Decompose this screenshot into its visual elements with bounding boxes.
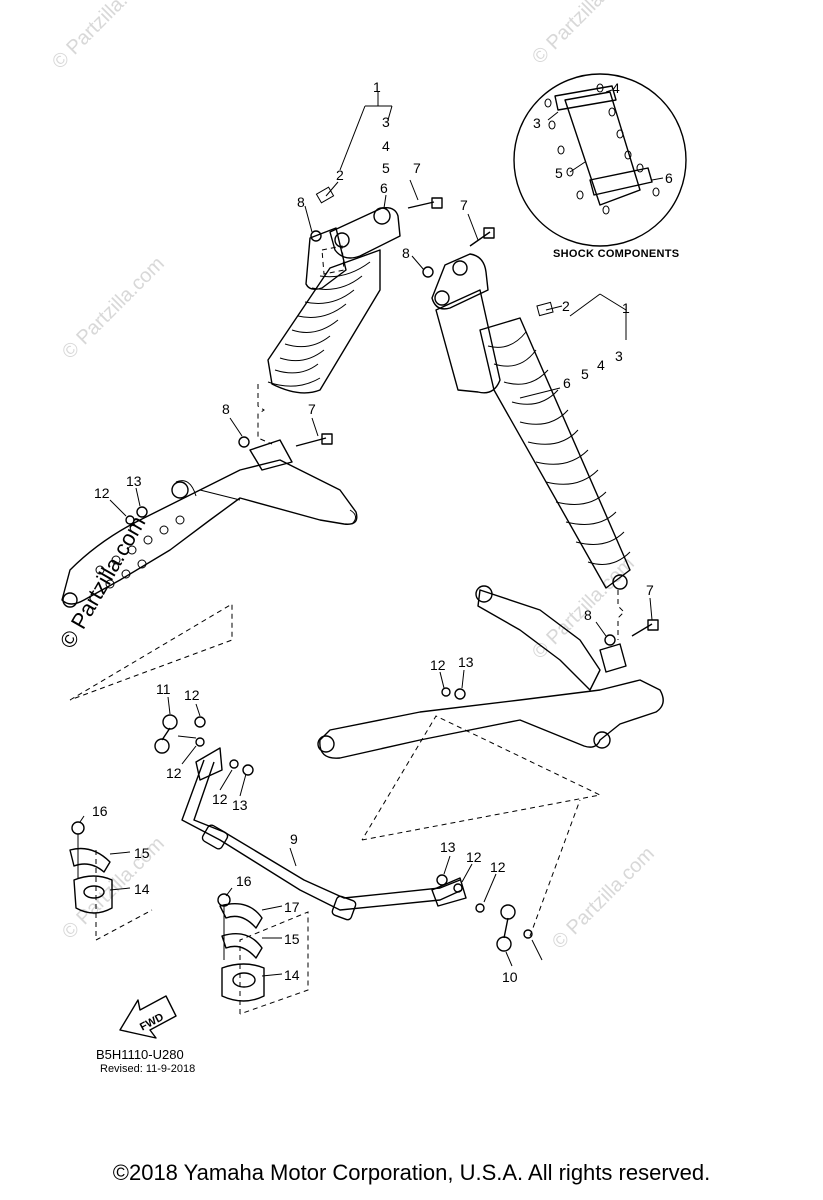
left-arm-callout-12: 12 — [94, 485, 110, 501]
watermark: © Partzilla.com — [58, 253, 169, 364]
left-shock-callout-2: 2 — [336, 167, 344, 183]
left-shock-absorber: 1 3 4 5 6 2 7 8 — [257, 79, 443, 445]
stabilizer-callout-13b: 13 — [440, 839, 456, 855]
right-shock-top-mount — [431, 253, 489, 310]
left-arm-callout-7: 7 — [308, 401, 316, 417]
inset-spring-seat — [554, 85, 617, 111]
stabilizer-callout-16b: 16 — [236, 873, 252, 889]
right-shock-absorber: 1 2 3 4 5 6 7 8 — [402, 197, 631, 640]
left-arm-callout-13: 13 — [126, 473, 142, 489]
right-shock-callout-3: 3 — [615, 348, 623, 364]
watermark: © Partzilla.com — [528, 0, 639, 69]
left-arm-callout-8: 8 — [222, 401, 230, 417]
stabilizer-callout-10: 10 — [502, 969, 518, 985]
inset-spring-coils — [544, 83, 660, 215]
left-lower-arm: 7 8 12 13 — [61, 401, 358, 608]
right-shock-reservoir — [435, 289, 501, 394]
stabilizer-callout-15a: 15 — [134, 845, 150, 861]
left-shock-callout-7: 7 — [413, 160, 421, 176]
stabilizer-callout-15b: 15 — [284, 931, 300, 947]
inset-callout-3: 3 — [533, 115, 541, 131]
right-shock-spring-coils — [487, 331, 631, 565]
revised-date: Revised: 11-9-2018 — [100, 1063, 196, 1075]
stabilizer-callout-9: 9 — [290, 831, 298, 847]
stabilizer-callout-12b: 12 — [166, 765, 182, 781]
left-shock-callout-3: 3 — [382, 114, 390, 130]
stabilizer-callout-12a: 12 — [184, 687, 200, 703]
right-lower-arm: 7 8 12 13 — [317, 582, 664, 759]
stabilizer-callout-16a: 16 — [92, 803, 108, 819]
stabilizer-callout-14b: 14 — [284, 967, 300, 983]
right-shock-callout-6: 6 — [563, 375, 571, 391]
assembly-guides — [69, 603, 602, 937]
inset-shock-body — [564, 91, 641, 206]
stabilizer-callout-12d: 12 — [466, 849, 482, 865]
inset-circle — [513, 73, 687, 247]
right-shock-callout-8: 8 — [402, 245, 410, 261]
left-shock-top-mount — [329, 206, 401, 259]
left-shock-callout-6: 6 — [380, 180, 388, 196]
stabilizer-bar-inner — [193, 761, 461, 899]
stabilizer-bar-outer — [181, 759, 463, 911]
right-arm-body — [319, 679, 664, 759]
fwd-arrow-icon — [119, 995, 177, 1039]
left-shock-callout-4: 4 — [382, 138, 390, 154]
left-shock-top-bolt — [310, 197, 443, 242]
stabilizer-bar: 9 11 12 12 12 13 16 15 14 16 17 15 14 13… — [69, 681, 543, 1015]
right-shock-callout-5: 5 — [581, 366, 589, 382]
watermark-dark: © Partzilla.com — [55, 512, 151, 653]
inset-callout-6: 6 — [665, 170, 673, 186]
right-shock-spring-outline — [479, 317, 631, 589]
fwd-arrow: FWD — [119, 995, 177, 1039]
watermark: © Partzilla.com — [48, 0, 159, 74]
left-shock-spring-outline — [267, 249, 381, 394]
inset-callout-5: 5 — [555, 165, 563, 181]
right-shock-callout-1: 1 — [622, 300, 630, 316]
left-arm-holes — [95, 515, 185, 589]
left-end-link — [154, 714, 254, 776]
stabilizer-callout-14a: 14 — [134, 881, 150, 897]
left-shock-callout-5: 5 — [382, 160, 390, 176]
left-clamp-assembly — [69, 821, 153, 941]
inset-callout-4: 4 — [612, 80, 620, 96]
right-arm-callout-7: 7 — [646, 582, 654, 598]
stabilizer-callout-11: 11 — [156, 681, 171, 697]
inset-title: SHOCK COMPONENTS — [553, 248, 679, 260]
stabilizer-callout-12c: 12 — [212, 791, 228, 807]
right-shock-callout-2: 2 — [562, 298, 570, 314]
copyright-notice: ©2018 Yamaha Motor Corporation, U.S.A. A… — [112, 1160, 711, 1185]
right-arm-callout-13: 13 — [458, 654, 474, 670]
stabilizer-callout-13a: 13 — [232, 797, 248, 813]
inset-spring-collar — [589, 167, 653, 196]
fwd-label: FWD — [138, 1011, 166, 1033]
left-shock-reservoir — [305, 227, 347, 291]
left-shock-spring-coils — [267, 261, 371, 387]
right-clamp-assembly — [217, 893, 309, 1015]
right-arm-callout-8: 8 — [584, 607, 592, 623]
stabilizer-callout-17: 17 — [284, 899, 300, 915]
right-end-link — [436, 874, 533, 952]
stabilizer-callout-12e: 12 — [490, 859, 506, 875]
right-arm-callout-12: 12 — [430, 657, 446, 673]
shock-components-inset: 4 3 5 6 SHOCK COMPONENTS — [513, 73, 687, 260]
watermark: © Partzilla.com — [548, 843, 659, 954]
diagram-code: B5H1110-U280 — [96, 1047, 184, 1062]
left-arm-body — [61, 459, 358, 605]
left-shock-callout-1: 1 — [373, 79, 381, 95]
right-shock-callout-7: 7 — [460, 197, 468, 213]
left-shock-callout-8: 8 — [297, 194, 305, 210]
right-shock-callout-4: 4 — [597, 357, 605, 373]
